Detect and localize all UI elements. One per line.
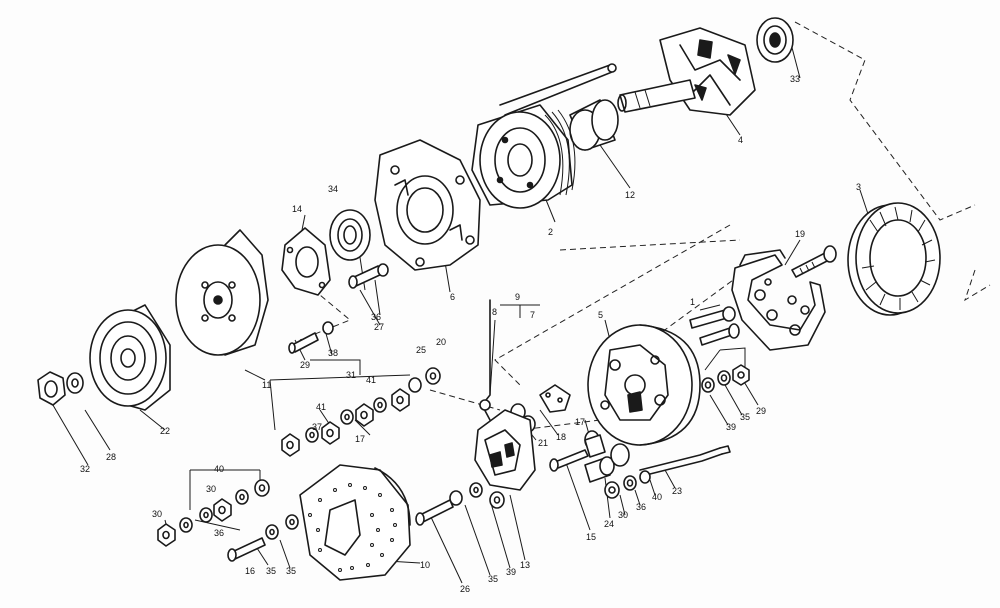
part-11-fan xyxy=(175,229,269,356)
part-33-bearing xyxy=(756,17,794,63)
hardware-group-lower-left xyxy=(157,479,270,547)
rectifier-bridge xyxy=(731,249,826,351)
part-5-housing xyxy=(587,324,701,446)
callout-8: 8 xyxy=(492,307,497,317)
callout-40b: 40 xyxy=(652,492,662,502)
part-16-screw xyxy=(227,514,299,562)
callout-31: 31 xyxy=(346,370,356,380)
callout-24: 24 xyxy=(604,519,614,529)
part-18-clip xyxy=(539,384,571,413)
part-19-bolt xyxy=(791,245,837,278)
callout-9: 9 xyxy=(515,292,520,302)
part-28-lock-washer xyxy=(66,372,84,394)
part-24-bushing xyxy=(584,443,630,483)
callout-30c: 30 xyxy=(618,510,628,520)
part-26-bolt xyxy=(415,499,454,526)
part-29-screw xyxy=(288,321,334,354)
callout-19: 19 xyxy=(795,229,805,239)
callout-6: 6 xyxy=(450,292,455,302)
callout-38: 38 xyxy=(328,348,338,358)
part-15-bolt xyxy=(549,449,589,472)
callout-41a: 41 xyxy=(316,402,326,412)
callout-3: 3 xyxy=(856,182,861,192)
part-8-brush-holder xyxy=(474,299,536,491)
callout-labels: 1 2 3 4 5 6 7 8 9 10 11 12 13 14 15 16 1… xyxy=(80,74,861,594)
part-6-bracket xyxy=(374,139,481,271)
callout-37: 37 xyxy=(312,422,322,432)
callout-17b: 17 xyxy=(355,434,365,444)
callout-39a: 39 xyxy=(726,422,736,432)
part-1-screws xyxy=(689,306,740,346)
callout-29a: 29 xyxy=(300,360,310,370)
part-14-retainer-plate xyxy=(281,227,331,296)
part-17-bushing xyxy=(584,430,606,458)
callout-25: 25 xyxy=(416,345,426,355)
callout-30a: 30 xyxy=(206,484,216,494)
callout-4: 4 xyxy=(738,135,743,145)
callout-39b: 39 xyxy=(506,567,516,577)
callout-33: 33 xyxy=(790,74,800,84)
callout-26: 26 xyxy=(460,584,470,594)
callout-20: 20 xyxy=(436,337,446,347)
callout-28: 28 xyxy=(106,452,116,462)
callout-10: 10 xyxy=(420,560,430,570)
part-27-screw xyxy=(348,263,389,289)
callout-40a: 40 xyxy=(214,464,224,474)
callout-30b: 30 xyxy=(152,509,162,519)
callout-17a: 17 xyxy=(575,417,585,427)
callout-7: 7 xyxy=(530,310,535,320)
callout-18: 18 xyxy=(556,432,566,442)
callout-13: 13 xyxy=(520,560,530,570)
callout-36c: 36 xyxy=(636,502,646,512)
callout-35d: 35 xyxy=(740,412,750,422)
callout-35c: 35 xyxy=(488,574,498,584)
part-34-bearing xyxy=(329,209,371,261)
callout-29b: 29 xyxy=(756,406,766,416)
callout-21: 21 xyxy=(538,438,548,448)
part-2-stator xyxy=(471,63,617,209)
callout-5: 5 xyxy=(598,310,603,320)
part-22-pulley xyxy=(89,304,171,411)
callout-35a: 35 xyxy=(266,566,276,576)
part-3-stator-housing xyxy=(847,202,941,316)
part-4-rotor xyxy=(617,27,756,116)
callout-34: 34 xyxy=(328,184,338,194)
washers-center xyxy=(449,482,505,509)
callout-15: 15 xyxy=(586,532,596,542)
callout-36a: 36 xyxy=(371,312,381,322)
callout-2: 2 xyxy=(548,227,553,237)
hardware-group-upper-left xyxy=(281,367,441,457)
callout-12: 12 xyxy=(625,190,635,200)
part-32-nut xyxy=(37,371,66,406)
callout-11: 11 xyxy=(262,380,271,390)
callout-32: 32 xyxy=(80,464,90,474)
callout-23: 23 xyxy=(672,486,682,496)
callout-16: 16 xyxy=(245,566,255,576)
callout-22: 22 xyxy=(160,426,170,436)
part-23-wire xyxy=(639,445,731,477)
callout-35b: 35 xyxy=(286,566,296,576)
callout-27: 27 xyxy=(374,322,384,332)
part-10-rear-cover xyxy=(299,464,411,581)
callout-14: 14 xyxy=(292,204,302,214)
callout-41b: 41 xyxy=(366,375,376,385)
washers-nuts-right xyxy=(604,364,750,499)
part-12-sleeve xyxy=(569,99,619,151)
callout-1: 1 xyxy=(690,297,695,307)
callout-36b: 36 xyxy=(214,528,224,538)
